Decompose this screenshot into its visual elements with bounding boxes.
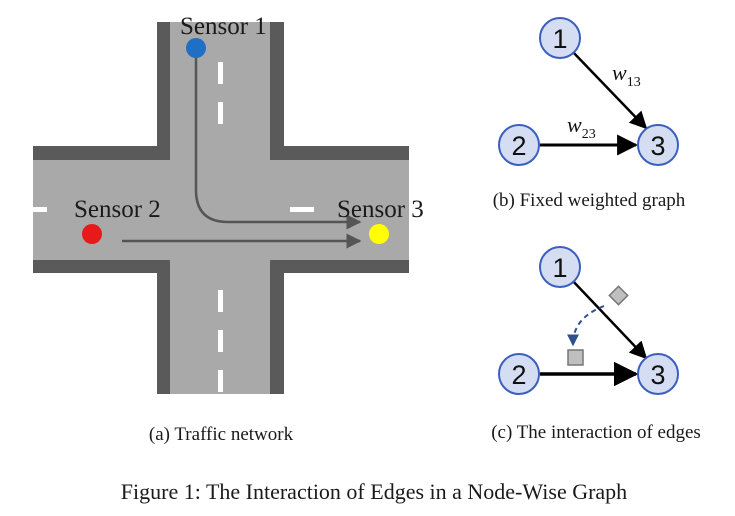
- weight-23-subscript: 23: [582, 127, 596, 142]
- edge-c-1-3: [570, 278, 648, 360]
- weight-13-symbol: w: [612, 60, 627, 85]
- graph-b-node-1: [539, 17, 581, 59]
- graph-c-node-1: [539, 246, 581, 288]
- graph-c-node-1-label: 1: [552, 253, 567, 283]
- horizontal-road-surface: [33, 160, 409, 260]
- graph-c-node-3: [637, 353, 679, 395]
- graph-c-node-2: [498, 353, 540, 395]
- weight-23-symbol: w: [567, 112, 582, 137]
- edge-1-3: [570, 49, 648, 130]
- figure-caption: Figure 1: The Interaction of Edges in a …: [121, 479, 627, 504]
- graph-b-node-3: [637, 124, 679, 166]
- graph-c-node-2-label: 2: [511, 360, 526, 390]
- weight-13-label: w13: [612, 60, 641, 90]
- traffic-network-panel: Sensor 1 Sensor 2 Sensor 3 (a) Traffic n…: [33, 13, 424, 445]
- graph-b-node-2: [498, 124, 540, 166]
- sensor-2-dot: [82, 224, 102, 244]
- fixed-graph-caption: (b) Fixed weighted graph: [493, 190, 686, 211]
- sensor-1-dot: [186, 38, 206, 58]
- sensor-1-label: Sensor 1: [180, 13, 267, 40]
- edge-interaction-caption: (c) The interaction of edges: [491, 422, 701, 443]
- vertical-lane-markings: [218, 62, 223, 392]
- sensor-2-label: Sensor 2: [74, 196, 161, 223]
- interaction-arrow: [567, 305, 605, 347]
- weight-23-label: w23: [567, 112, 596, 142]
- edge-interaction-panel: 1 2 3 (c) The interaction of edges: [491, 246, 701, 443]
- horizontal-lane-markings: [33, 207, 314, 212]
- sensor-3-dot: [369, 224, 389, 244]
- graph-b-node-2-label: 2: [511, 131, 526, 161]
- weight-13-subscript: 13: [627, 75, 641, 90]
- graph-c-node-3-label: 3: [650, 360, 665, 390]
- sensor-3-label: Sensor 3: [337, 196, 424, 223]
- fixed-graph-panel: 1 2 3 w13 w23 (b) Fixed weighted graph: [493, 17, 686, 211]
- turn-flow-arrow: [194, 58, 362, 230]
- graph-b-node-1-label: 1: [552, 24, 567, 54]
- edge-2-3-feature-square: [567, 349, 584, 366]
- graph-b-node-3-label: 3: [650, 131, 665, 161]
- traffic-network-caption: (a) Traffic network: [149, 424, 294, 445]
- edge-1-3-feature-diamond: [608, 285, 629, 306]
